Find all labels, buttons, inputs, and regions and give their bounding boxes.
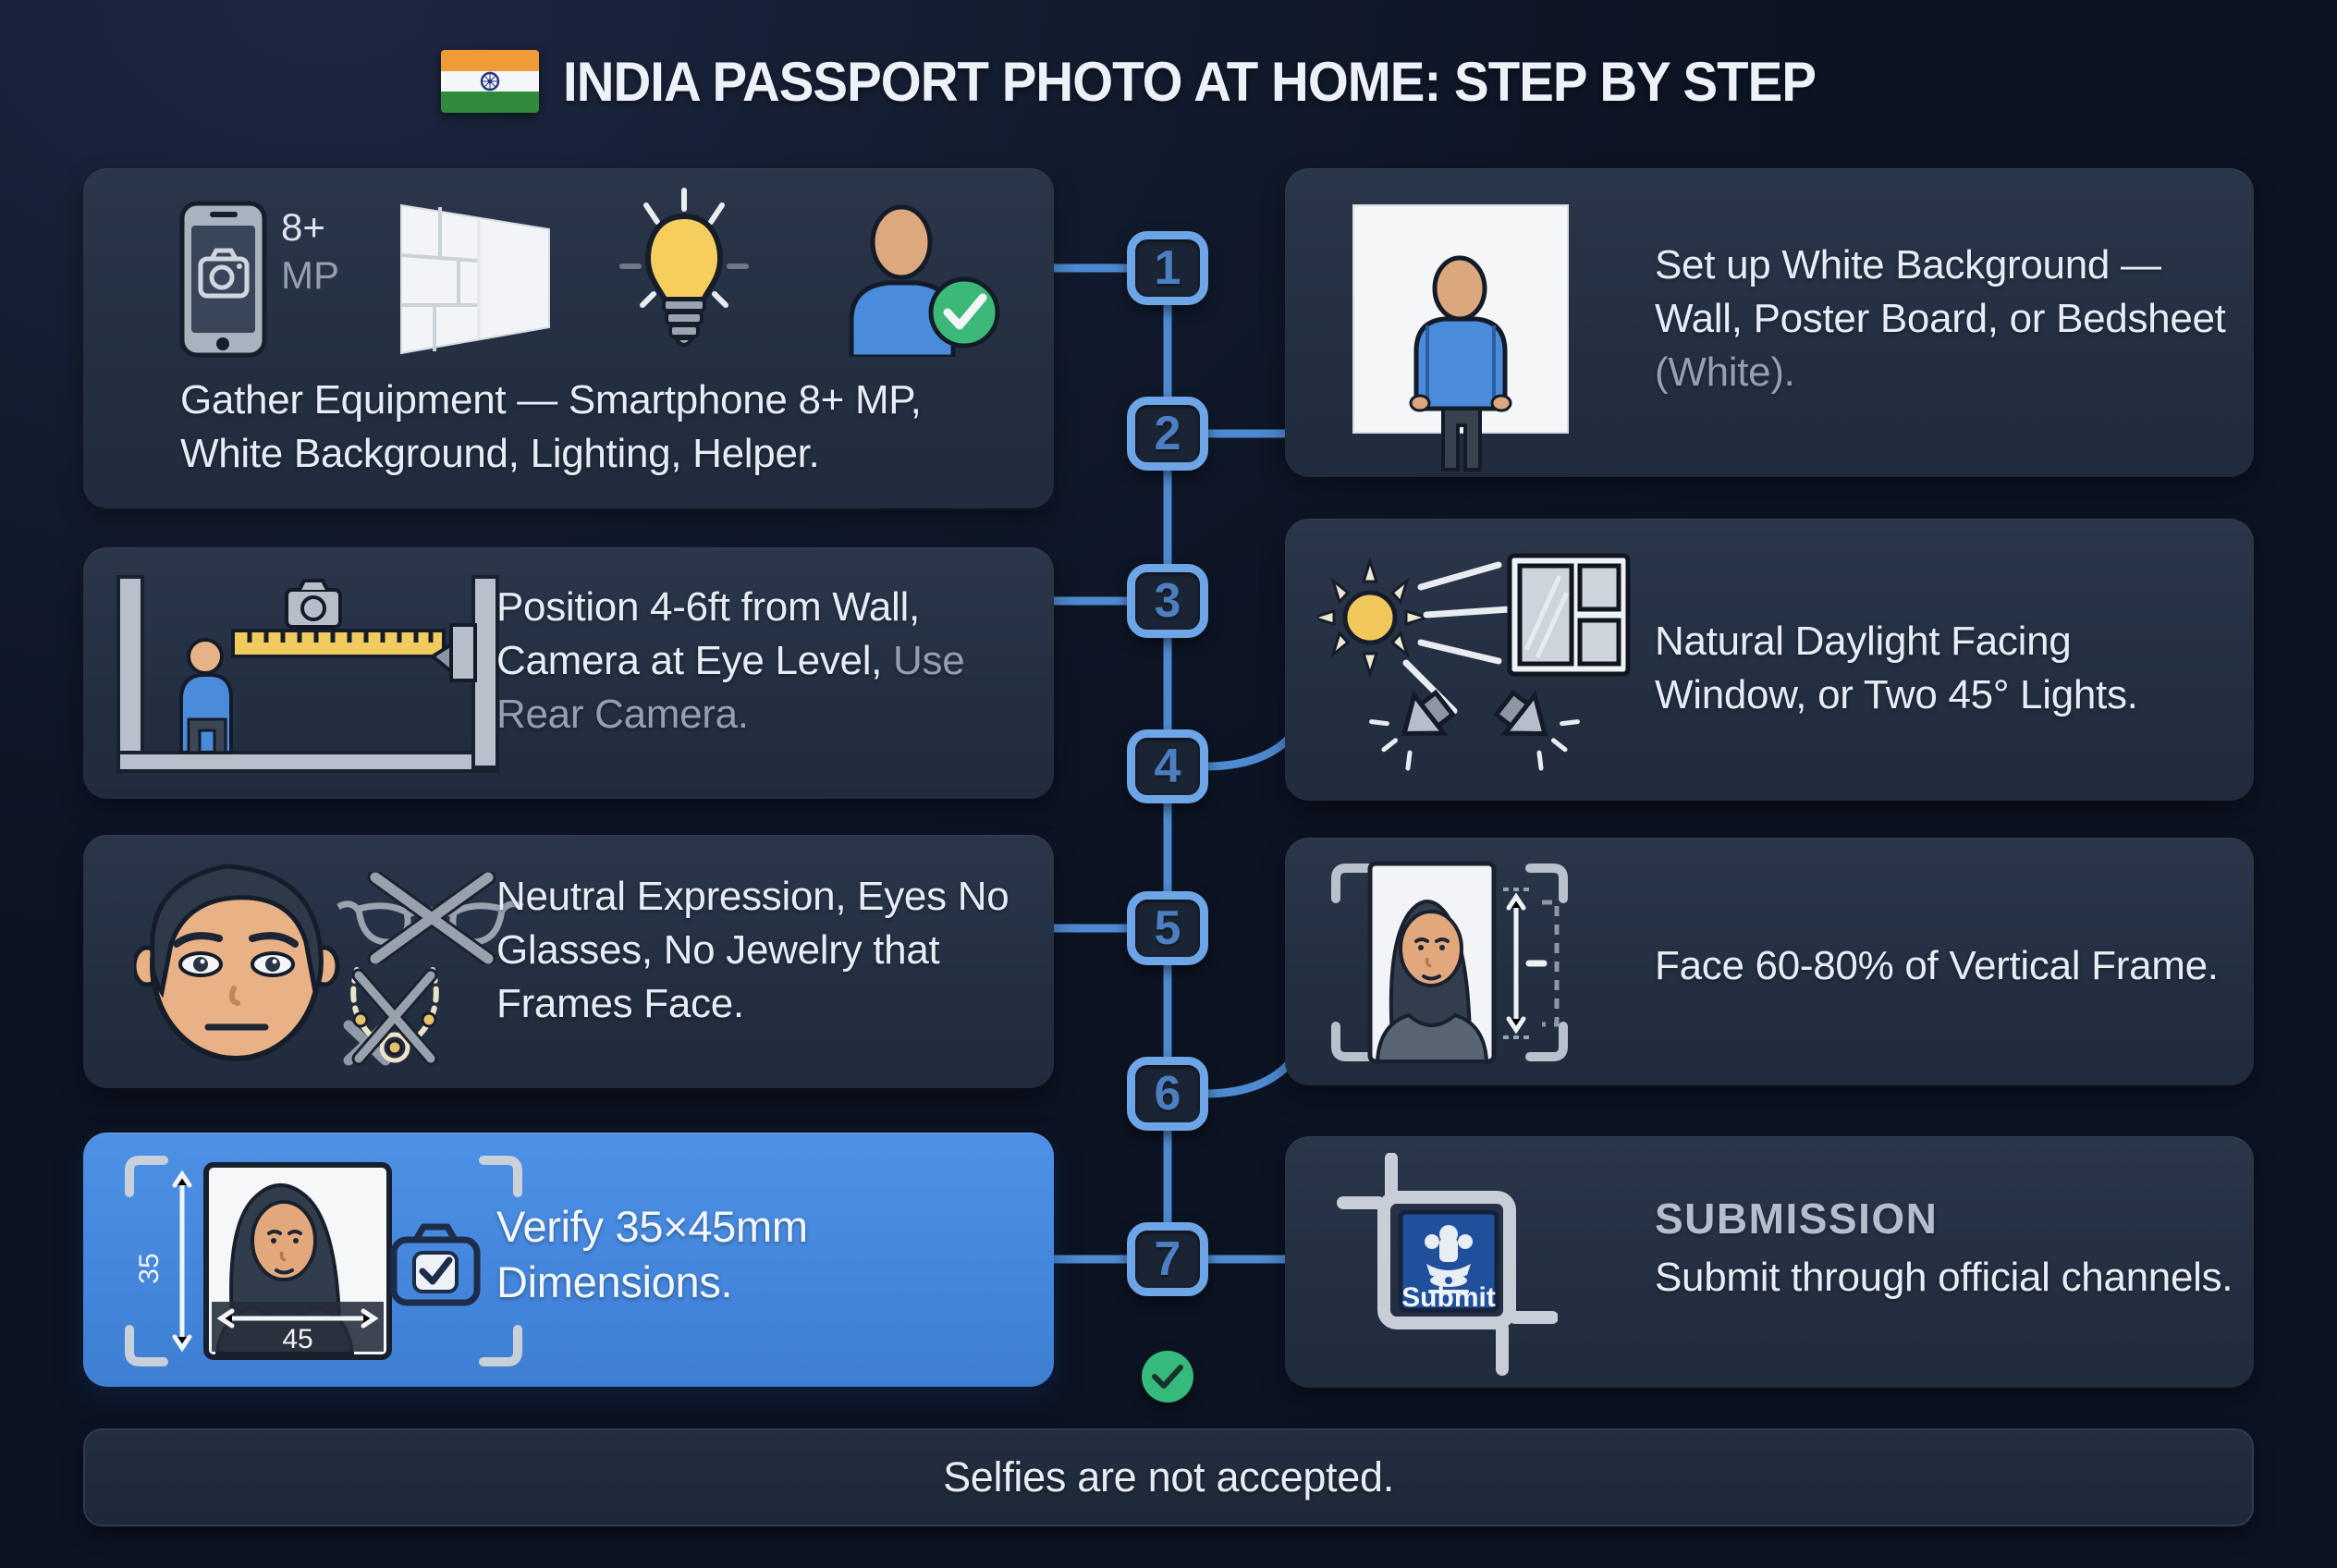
timeline-step-3: 3 <box>1127 564 1208 638</box>
daylight-lighting-icon <box>1317 553 1631 771</box>
card-white-background: Set up White Background — Wall, Poster B… <box>1285 168 2254 477</box>
card-positioning-text: Position 4-6ft from Wall, Camera at Eye … <box>496 584 965 737</box>
megapixel-badge-line1: 8+ <box>281 205 325 249</box>
lightbulb-icon <box>619 188 749 347</box>
card-face-ratio: Face 60-80% of Vertical Frame. <box>1285 838 2254 1085</box>
light-45-icon-2 <box>1493 689 1580 771</box>
step-number: 5 <box>1154 901 1181 955</box>
no-jewelry-icon <box>350 967 439 1066</box>
photo-height-label: 35 <box>134 1253 165 1283</box>
step-number: 7 <box>1154 1232 1181 1286</box>
photo-35x45-icon: 35 45 <box>125 1156 522 1366</box>
emblem-glyph <box>1425 1225 1473 1293</box>
header: INDIA PASSPORT PHOTO AT HOME: STEP BY ST… <box>0 39 2337 124</box>
card-face-ratio-text: Face 60-80% of Vertical Frame. <box>1655 943 2219 988</box>
card-dimensions: 35 45 Verify 35×45mm D <box>83 1133 1054 1387</box>
card-submission: Submit SUBMISSION Submit through officia… <box>1285 1136 2254 1388</box>
timeline-step-2: 2 <box>1127 397 1208 471</box>
megapixel-badge-line2: MP <box>281 253 339 297</box>
card-lighting-text: Natural Daylight Facing Window, or Two 4… <box>1655 619 2138 717</box>
helper-person-icon <box>849 204 1000 357</box>
megapixel-badge: 8+ MP <box>281 203 339 300</box>
india-flag-icon <box>441 50 540 113</box>
neutral-face-icon <box>134 864 391 1066</box>
card-white-background-text: Set up White Background — Wall, Poster B… <box>1655 242 2226 395</box>
submit-stamp-label: Submit <box>1401 1282 1496 1313</box>
card-gather-equipment: 8+ MP <box>83 168 1054 508</box>
timeline-step-7: 7 <box>1127 1222 1208 1296</box>
light-45-icon <box>1369 689 1456 771</box>
person-on-white-background-icon <box>1352 204 1569 472</box>
card-appearance: Neutral Expression, Eyes No Glasses, No … <box>83 835 1054 1088</box>
checkmark-icon <box>1152 1365 1183 1389</box>
timeline-step-4: 4 <box>1127 729 1208 803</box>
timeline-step-6: 6 <box>1127 1057 1208 1131</box>
smartphone-camera-icon <box>179 201 267 358</box>
submit-stamp-icon: Submit <box>1337 1153 1558 1376</box>
distance-setup-icon <box>116 575 499 773</box>
footer-note: Selfies are not accepted. <box>943 1453 1394 1501</box>
sun-icon <box>1317 557 1431 679</box>
step-number: 3 <box>1154 574 1181 628</box>
card-gather-equipment-text: Gather Equipment — Smartphone 8+ MP, Whi… <box>180 377 922 476</box>
card-positioning: Position 4-6ft from Wall, Camera at Eye … <box>83 547 1054 799</box>
face-frame-measure-icon <box>1331 861 1568 1064</box>
card-dimensions-text: Verify 35×45mm Dimensions. <box>496 1202 808 1306</box>
photo-width-label: 45 <box>282 1324 312 1354</box>
card-appearance-text: Neutral Expression, Eyes No Glasses, No … <box>496 874 1009 1026</box>
step-number: 1 <box>1154 241 1181 295</box>
page-title: INDIA PASSPORT PHOTO AT HOME: STEP BY ST… <box>563 50 1817 113</box>
timeline-step-1: 1 <box>1127 231 1208 305</box>
card-lighting: Natural Daylight Facing Window, or Two 4… <box>1285 519 2254 801</box>
card-submission-text: Submit through official channels. <box>1655 1255 2233 1300</box>
timeline-step-5: 5 <box>1127 891 1208 965</box>
camera-check-icon <box>390 1223 481 1306</box>
timeline-complete-check <box>1142 1351 1193 1403</box>
no-glasses-icon <box>336 872 524 964</box>
window-icon <box>1507 553 1631 677</box>
white-wall-icon <box>400 203 550 355</box>
step-number: 2 <box>1154 407 1181 460</box>
card-submission-heading: SUBMISSION <box>1655 1194 1939 1243</box>
step-number: 4 <box>1154 740 1181 793</box>
step-number: 6 <box>1154 1067 1181 1121</box>
footer-note-bar: Selfies are not accepted. <box>83 1428 2254 1526</box>
